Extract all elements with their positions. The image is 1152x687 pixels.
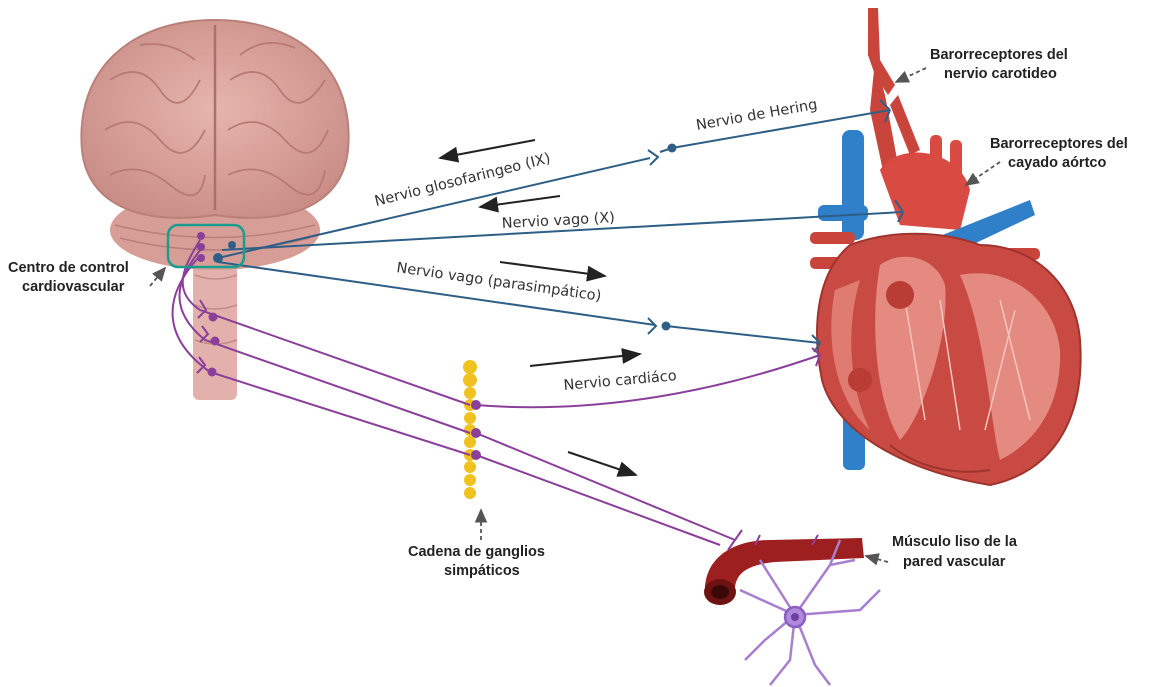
pointer-control-center: [150, 268, 165, 286]
superior-vena-cava: [842, 130, 864, 240]
neuron: [740, 540, 880, 685]
label-ganglia-line2: simpáticos: [444, 563, 520, 579]
ganglion: [463, 360, 477, 374]
label-muscle-line1: Músculo liso de la: [892, 534, 1018, 550]
pointer-aortic: [966, 162, 1000, 185]
label-vagus-parasympathetic-nerve: Nervio vago (parasimpático): [395, 260, 602, 305]
arrow-efferent-cardiac: [530, 354, 640, 366]
arrow-efferent-vagus: [500, 262, 605, 276]
label-muscle-line2: pared vascular: [903, 554, 1006, 570]
blood-vessel: [704, 538, 864, 605]
label-hering-nerve: Nervio de Hering: [695, 97, 819, 134]
label-control-line2: cardiovascular: [22, 279, 125, 295]
carotid-artery: [868, 8, 895, 95]
label-aortic-line2: cayado aórtco: [1008, 155, 1106, 171]
label-control-line1: Centro de control: [8, 260, 129, 276]
label-ganglia-line1: Cadena de ganglios: [408, 544, 545, 560]
label-carotid-line2: nervio carotideo: [944, 66, 1057, 82]
arrow-efferent-vascular: [568, 452, 636, 475]
pointer-carotid: [896, 68, 926, 82]
label-aortic-line1: Barorreceptores del: [990, 136, 1128, 152]
label-carotid-line1: Barorreceptores del: [930, 47, 1068, 63]
arrow-afferent-vagus: [480, 196, 560, 207]
label-cardiac-nerve: Nervio cardiáco: [563, 368, 677, 394]
pointer-smooth-muscle: [866, 556, 888, 562]
arrow-afferent-glossopharyngeal: [440, 140, 535, 158]
